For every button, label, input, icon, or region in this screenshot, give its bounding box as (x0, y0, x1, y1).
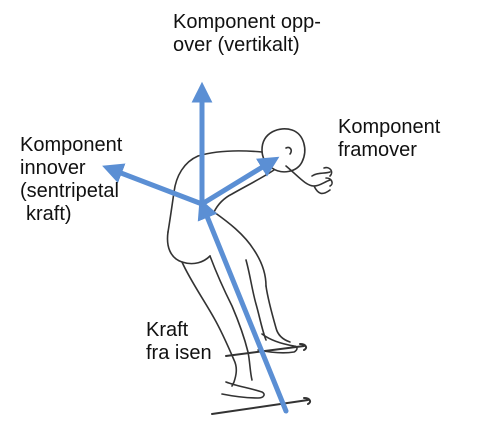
inward-label-line-3: (sentripetal (20, 180, 122, 203)
skater-rear-boot (222, 382, 264, 398)
inward-label-line-2: innover (20, 157, 122, 180)
skater-drawing (168, 129, 333, 414)
skater-front-shin (266, 286, 290, 342)
inward-label-line-1: Komponent (20, 134, 122, 157)
ice-force-label: Kraft fra isen (146, 319, 212, 365)
forward-component-label: Komponent framover (338, 116, 440, 162)
vertical-label-line-2: over (vertikalt) (173, 34, 321, 57)
ice-force-label-line-2: fra isen (146, 342, 212, 365)
inward-label-line-4: kraft) (20, 203, 122, 226)
forward-label-line-1: Komponent (338, 116, 440, 139)
vertical-label-line-1: Komponent opp- (173, 11, 321, 34)
ice-force-label-line-1: Kraft (146, 319, 212, 342)
rear-blade (212, 398, 310, 414)
forward-label-line-2: framover (338, 139, 440, 162)
vertical-component-label: Komponent opp- over (vertikalt) (173, 11, 321, 57)
skater-front-shin-back (246, 260, 266, 340)
skater-hand (324, 168, 332, 186)
skater-back (168, 151, 262, 232)
skater-ear (286, 147, 291, 154)
forward-component-arrow (202, 160, 274, 204)
ice-force-arrow (202, 204, 286, 411)
skater-buttock (168, 232, 210, 264)
inward-component-label: Komponent innover (sentripetal kraft) (20, 134, 122, 226)
